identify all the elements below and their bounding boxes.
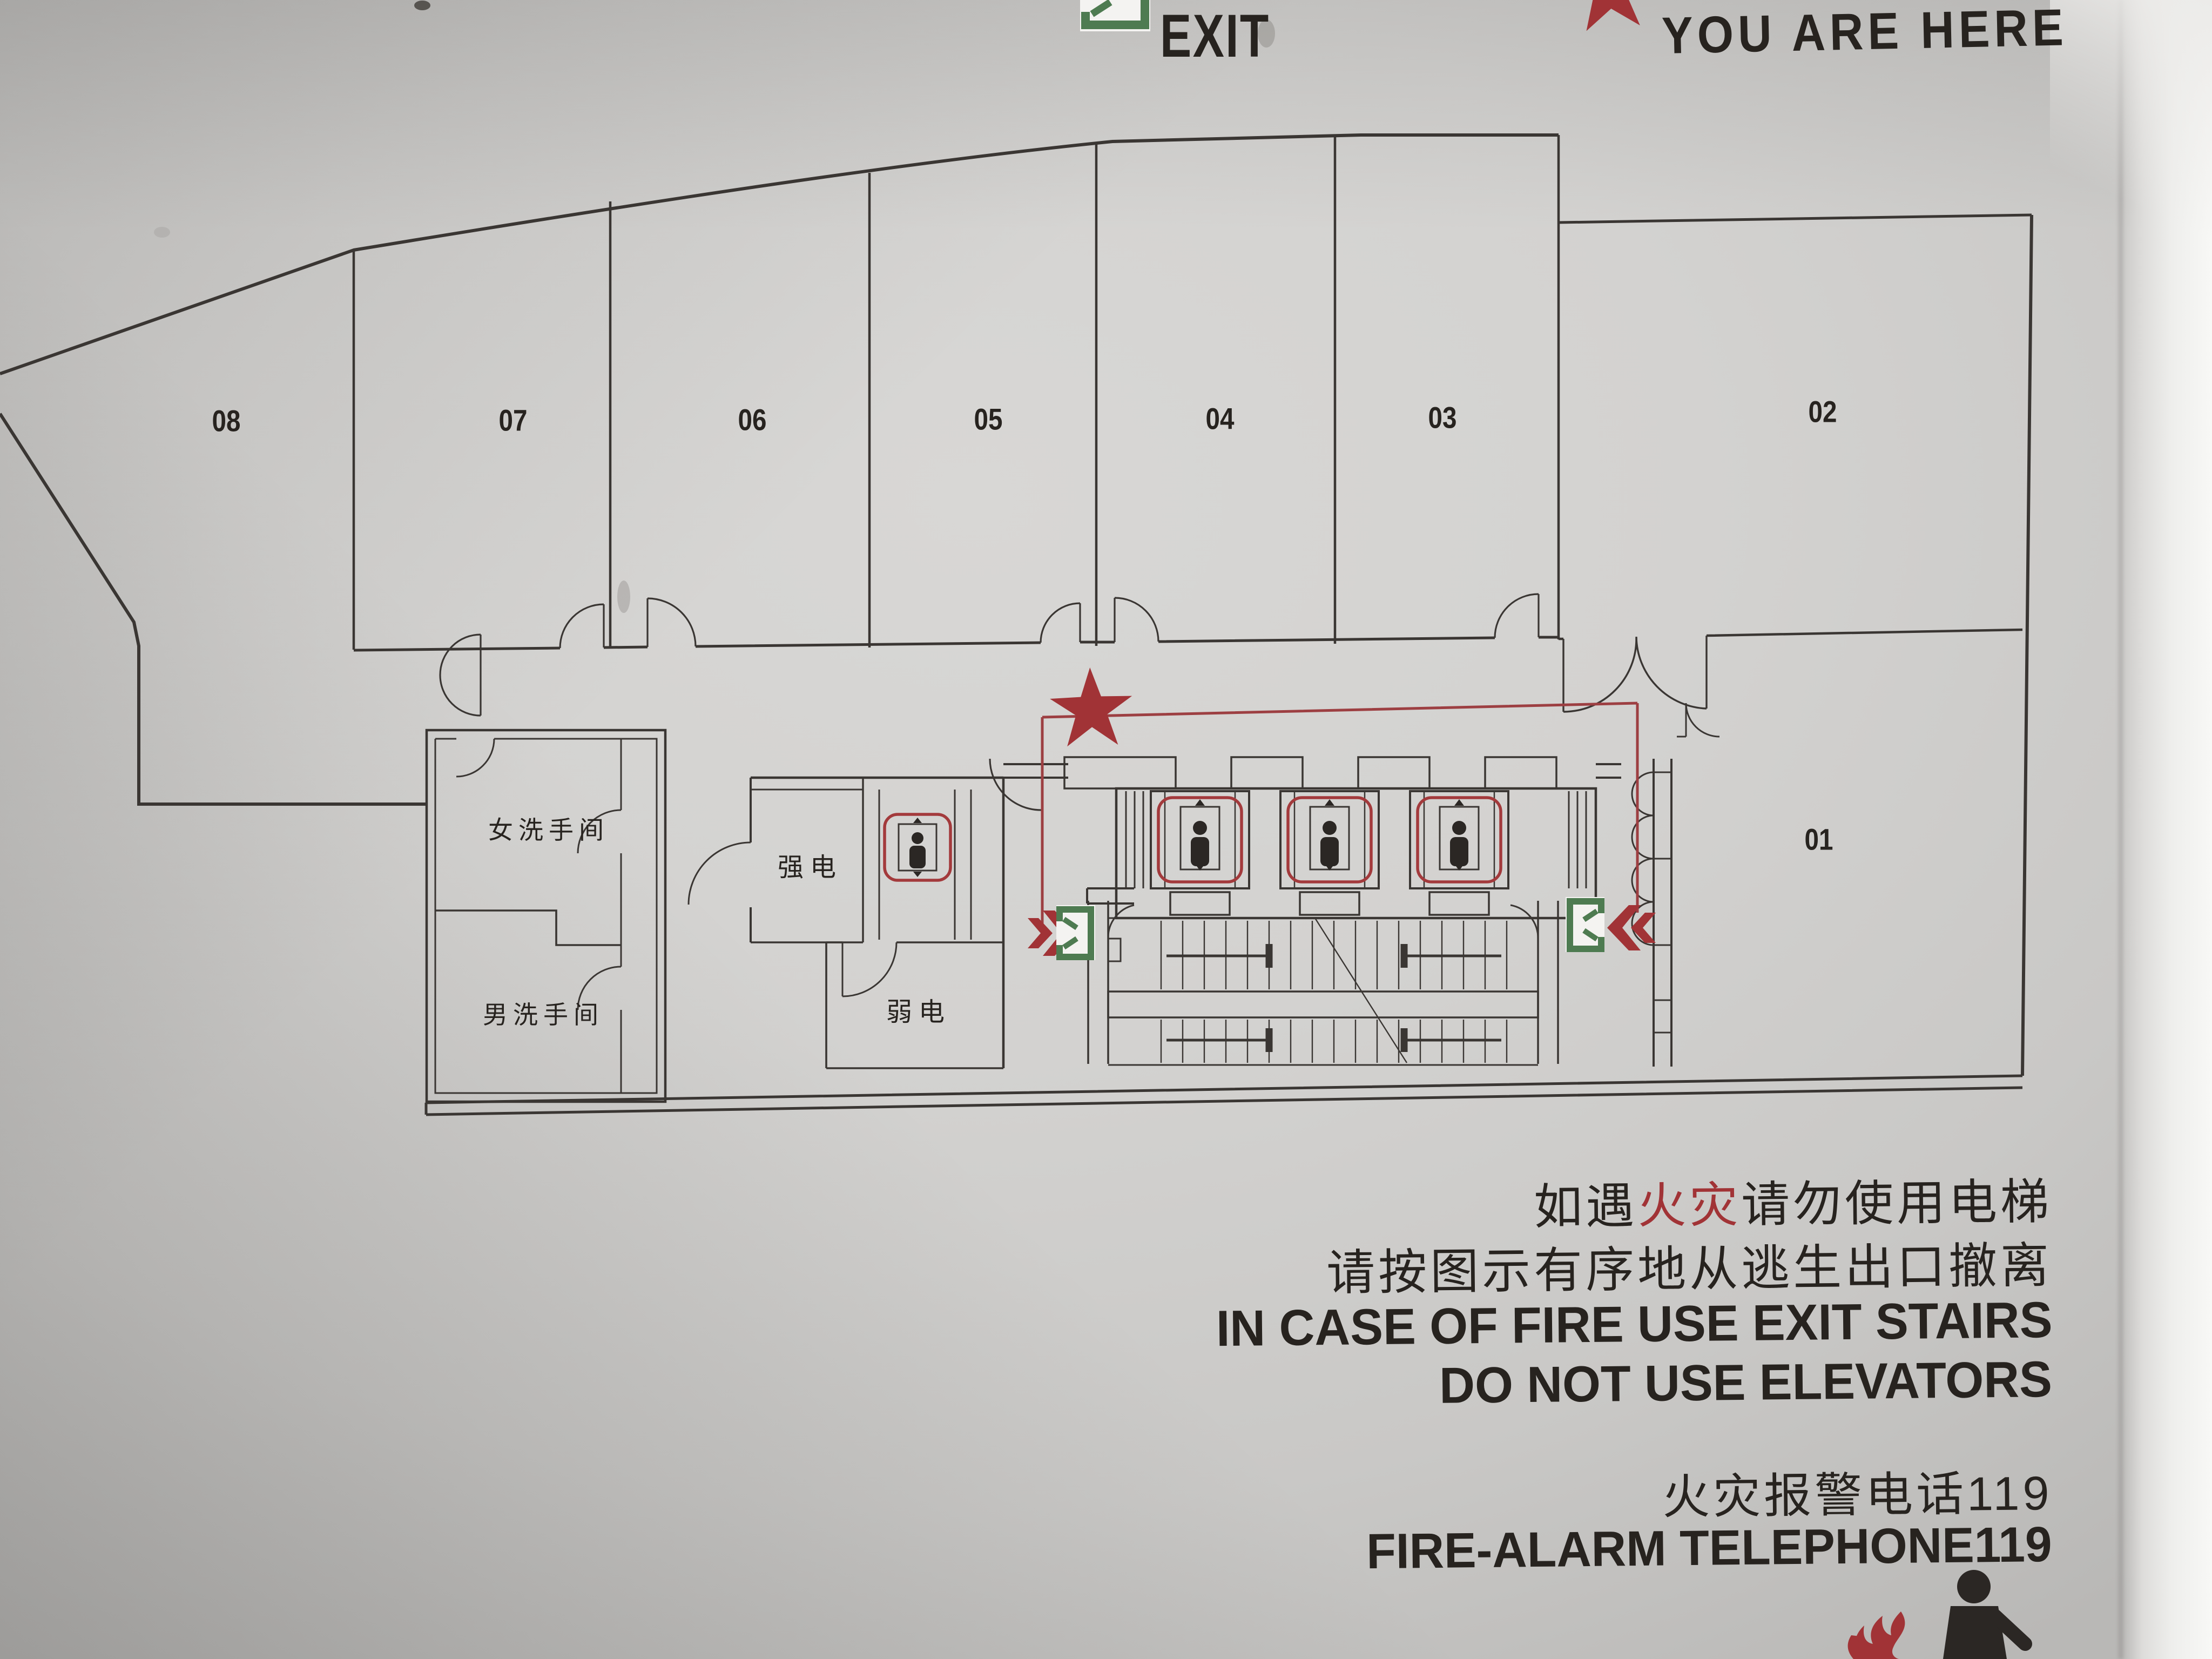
elevator-icon-3 [1409,790,1509,916]
legend-star-icon [1564,0,1651,31]
fire-alarm-phone-en: FIRE-ALARM TELEPHONE119 [1366,1517,2053,1580]
sign-edge-highlight [2122,0,2212,1659]
lobby-walls [1003,763,1621,905]
room-divider-walls [352,135,2023,652]
corridor-door-swings [439,593,1708,811]
building-outline [0,133,2033,1116]
room-label-01: 01 [1804,822,1833,857]
room-label-07: 07 [498,403,528,437]
room-label-04: 04 [1205,401,1235,436]
weak-electric-room-label: 弱电 [886,998,952,1027]
room-label-05: 05 [974,402,1003,436]
room-label-08: 08 [212,403,241,438]
east-core-wall [1631,703,1720,1067]
instruction-line-1-fire: 火灾 [1637,1178,1742,1234]
strong-electric-room-label: 强电 [777,853,843,882]
room-label-06: 06 [738,402,767,437]
room-label-03: 03 [1428,400,1457,435]
instruction-line-3: IN CASE OF FIRE USE EXIT STAIRS [1215,1291,2053,1357]
route-arrow-right-exit [1607,905,1656,950]
flame-icon [1847,1611,1905,1659]
instruction-line-4: DO NOT USE ELEVATORS [1439,1351,2053,1414]
exit-door-icon-left [1056,905,1095,960]
restroom-block [425,729,667,1103]
room-label-02: 02 [1808,394,1837,429]
legend-you-are-here-label: YOU ARE HERE [1661,0,2068,65]
elevator-icon-2 [1279,790,1380,916]
photo-artifacts [154,1,1275,613]
legend-exit-door-icon [1080,0,1150,31]
elevator-bank [1063,756,1597,920]
sign-edge-seam [2118,0,2123,1659]
exit-door-icon-right [1566,897,1604,952]
evacuation-route [1028,667,1656,956]
instruction-line-1-prefix: 如遇 [1533,1179,1638,1235]
service-elevator-icon [883,813,952,882]
you-are-here-star-icon [1050,667,1132,747]
legend-exit-label: EXIT [1160,2,1270,70]
stairs [1087,901,1559,1066]
womens-restroom-label: 女洗手间 [488,816,609,844]
instruction-line-1-suffix: 请勿使用电梯 [1741,1175,2053,1233]
person-icon [1943,1570,2032,1659]
electrical-rooms-block [687,776,1005,1069]
corner-highlight [2050,0,2212,270]
evacuation-route-line [1041,702,1639,925]
elevator-icon-1 [1150,790,1250,916]
mens-restroom-label: 男洗手间 [483,1001,604,1029]
